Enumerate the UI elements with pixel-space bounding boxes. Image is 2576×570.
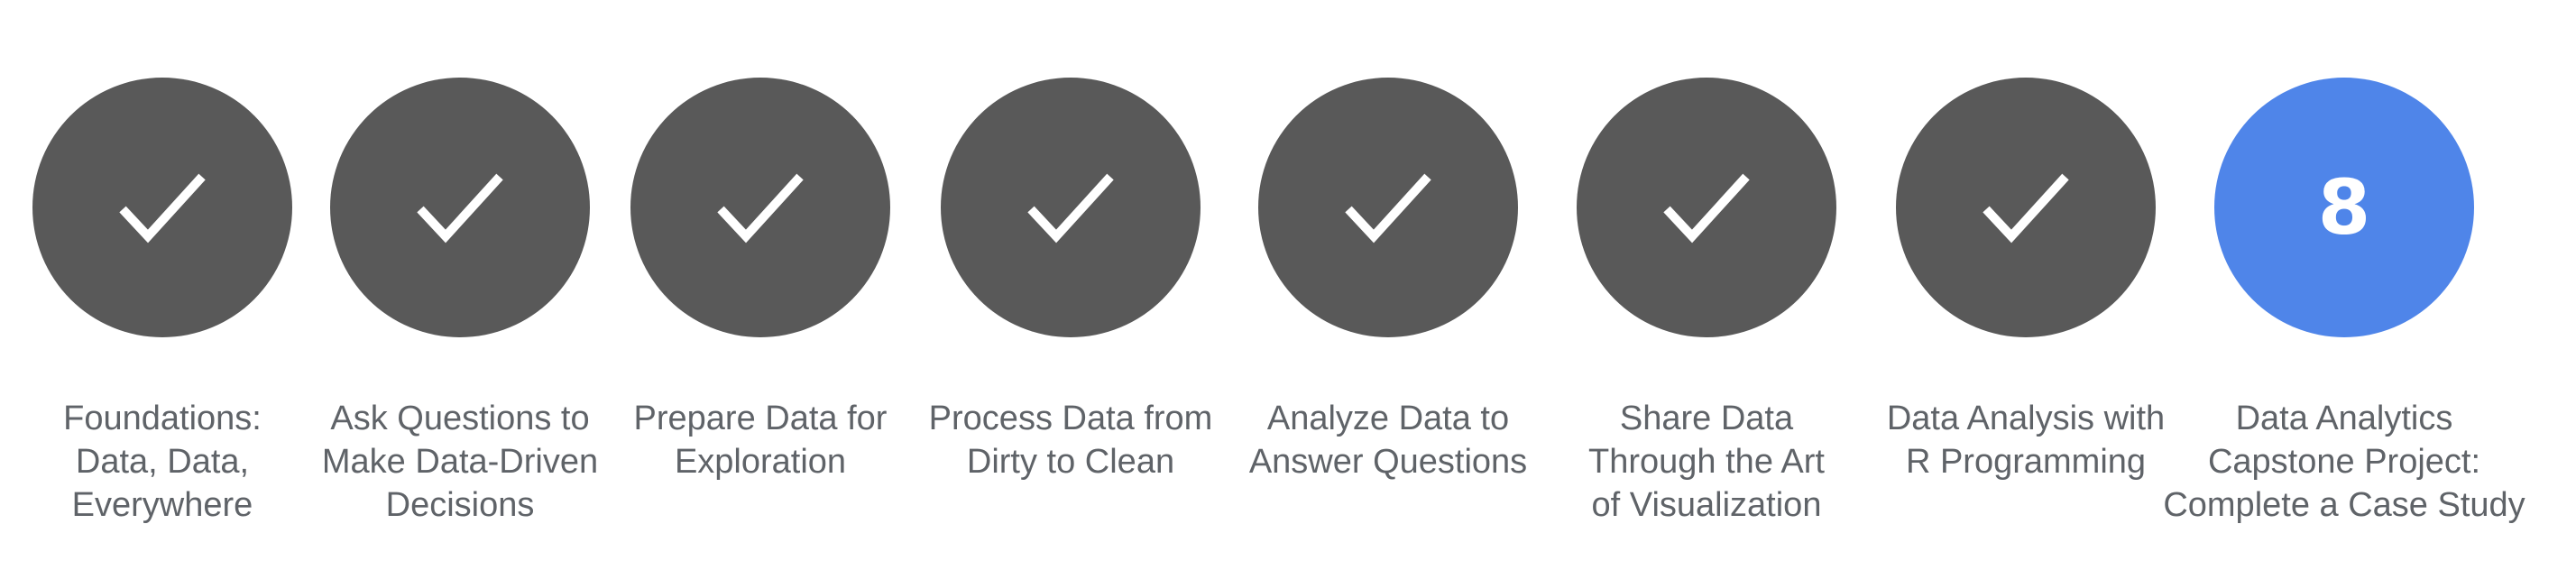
checkmark-icon: [1663, 173, 1750, 244]
step-1-circle[interactable]: [32, 78, 292, 337]
step-1-label: Foundations: Data, Data, Everywhere: [63, 400, 262, 524]
step-2-label: Ask Questions to Make Data-Driven Decisi…: [321, 400, 599, 524]
step-3-label: Prepare Data for Exploration: [633, 400, 888, 481]
checkmark-icon: [1345, 173, 1431, 244]
step-7-label: Data Analysis with R Programming: [1886, 400, 2166, 481]
step-3-circle[interactable]: [630, 78, 890, 337]
step-6-label: Share Data Through the Art of Visualizat…: [1588, 400, 1825, 524]
step-3[interactable]: Prepare Data for Exploration: [630, 0, 890, 570]
step-8-number: 8: [2317, 163, 2371, 252]
step-4[interactable]: Process Data from Dirty to Clean: [929, 0, 1212, 570]
step-5[interactable]: Analyze Data to Answer Questions: [1249, 0, 1527, 570]
checkmark-icon: [119, 173, 206, 244]
checkmark-icon: [1983, 173, 2069, 244]
step-6-circle[interactable]: [1577, 78, 1836, 337]
step-2-circle[interactable]: [330, 78, 590, 337]
step-8-label: Data Analytics Capstone Project: Complet…: [2163, 400, 2525, 524]
step-4-label: Process Data from Dirty to Clean: [928, 400, 1213, 481]
step-2[interactable]: Ask Questions to Make Data-Driven Decisi…: [322, 0, 598, 570]
checkmark-icon: [717, 173, 804, 244]
step-4-circle[interactable]: [941, 78, 1201, 337]
step-7-circle[interactable]: [1896, 78, 2156, 337]
step-8[interactable]: 8 Data Analytics Capstone Project: Compl…: [2163, 0, 2525, 570]
step-1[interactable]: Foundations: Data, Data, Everywhere: [32, 0, 292, 570]
step-6[interactable]: Share Data Through the Art of Visualizat…: [1577, 0, 1836, 570]
step-5-label: Analyze Data to Answer Questions: [1248, 400, 1528, 481]
checkmark-icon: [1027, 173, 1114, 244]
step-7[interactable]: Data Analysis with R Programming: [1887, 0, 2165, 570]
step-8-circle[interactable]: 8: [2214, 78, 2474, 337]
checkmark-icon: [417, 173, 503, 244]
step-5-circle[interactable]: [1258, 78, 1518, 337]
